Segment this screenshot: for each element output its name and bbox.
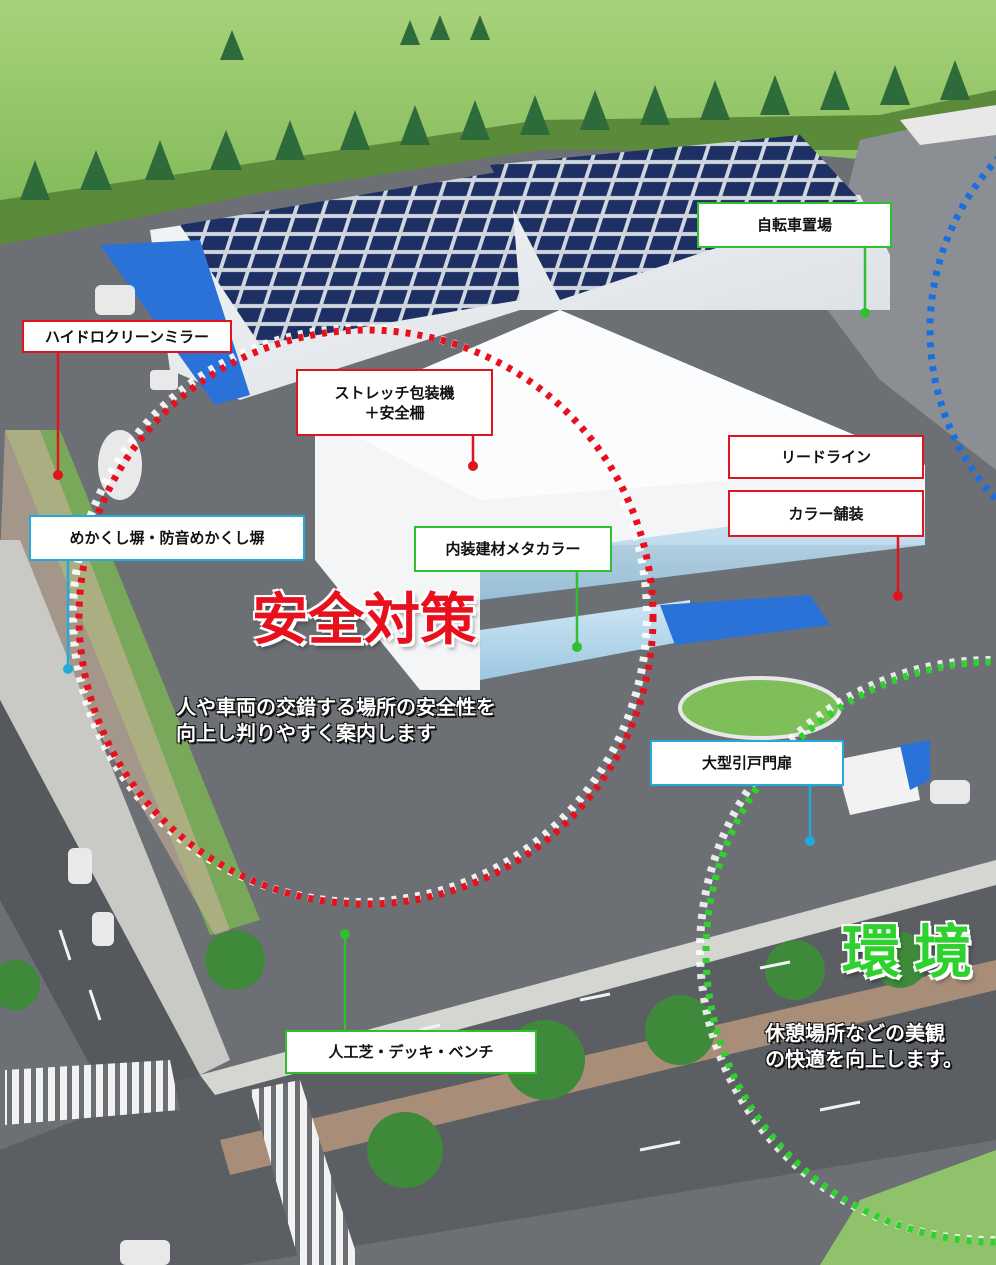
left-sidewalk xyxy=(0,540,230,1075)
hedge-row xyxy=(0,90,996,245)
callout-hydro-mirror-label: ハイドロクリーンミラー xyxy=(45,327,209,346)
bottom-right-grass xyxy=(820,1150,996,1265)
right-parking-lot xyxy=(820,110,996,470)
leader-lines xyxy=(56,248,900,1030)
environment-desc-line1: 休憩場所などの美観 xyxy=(765,1021,945,1045)
blue-entrance-canopy xyxy=(660,595,830,645)
callout-stretch-wrapper-line2: ＋安全柵 xyxy=(364,403,425,422)
callout-bicycle-parking: 自転車置場 xyxy=(697,202,892,248)
safety-desc-line1: 人や車両の交錯する場所の安全性を xyxy=(176,695,496,719)
safety-desc-line2: 向上し判りやすく案内します xyxy=(176,721,436,745)
callout-sliding-gate-label: 大型引戸門扉 xyxy=(701,754,792,772)
safety-section-title: 安全対策 xyxy=(252,588,476,653)
callout-screen-fence-label: めかくし塀・防音めかくし塀 xyxy=(69,529,265,547)
hill-trees xyxy=(20,15,970,200)
callout-color-paving-label: カラー舗装 xyxy=(788,504,864,523)
right-structure xyxy=(900,105,996,145)
callout-bicycle-parking-label: 自転車置場 xyxy=(756,216,832,234)
callout-interior-material: 内装建材メタカラー xyxy=(414,526,612,572)
crosswalk-left xyxy=(5,1060,180,1125)
callout-turf-deck-bench: 人工芝・デッキ・ベンチ xyxy=(285,1030,537,1074)
crosswalk-bottom xyxy=(250,1080,360,1265)
environment-desc-line2: の快適を向上します。 xyxy=(765,1047,963,1071)
guard-house-roof xyxy=(900,740,930,790)
solar-panels-left xyxy=(180,170,520,345)
callout-interior-material-label: 内装建材メタカラー xyxy=(445,540,581,558)
solar-panels-right xyxy=(490,135,860,300)
callout-color-paving: カラー舗装 xyxy=(728,490,924,537)
lawn-island xyxy=(678,676,842,740)
callout-turf-deck-bench-label: 人工芝・デッキ・ベンチ xyxy=(328,1043,494,1061)
environment-section-description: 休憩場所などの美観 の快適を向上します。 xyxy=(765,1020,963,1072)
leader-dots xyxy=(53,308,903,939)
safety-section-description: 人や車両の交錯する場所の安全性を 向上し判りやすく案内します xyxy=(176,694,496,746)
callout-sliding-gate: 大型引戸門扉 xyxy=(650,740,844,786)
callout-lead-line: リードライン xyxy=(728,435,924,479)
callout-stretch-wrapper-line1: ストレッチ包装機 xyxy=(334,383,455,402)
lane-markings xyxy=(58,929,861,1152)
environment-section-title: 環境 xyxy=(842,918,987,986)
guard-house xyxy=(835,745,920,815)
callout-hydro-mirror: ハイドロクリーンミラー xyxy=(22,320,232,353)
safety-zone-circle xyxy=(75,326,657,908)
callout-stretch-wrapper: ストレッチ包装機 ＋安全柵 xyxy=(296,369,493,436)
left-road xyxy=(0,700,200,1120)
callout-lead-line-label: リードライン xyxy=(780,448,871,466)
callout-screen-fence: めかくし塀・防音めかくし塀 xyxy=(29,515,305,561)
glass-band-lower xyxy=(480,600,690,680)
